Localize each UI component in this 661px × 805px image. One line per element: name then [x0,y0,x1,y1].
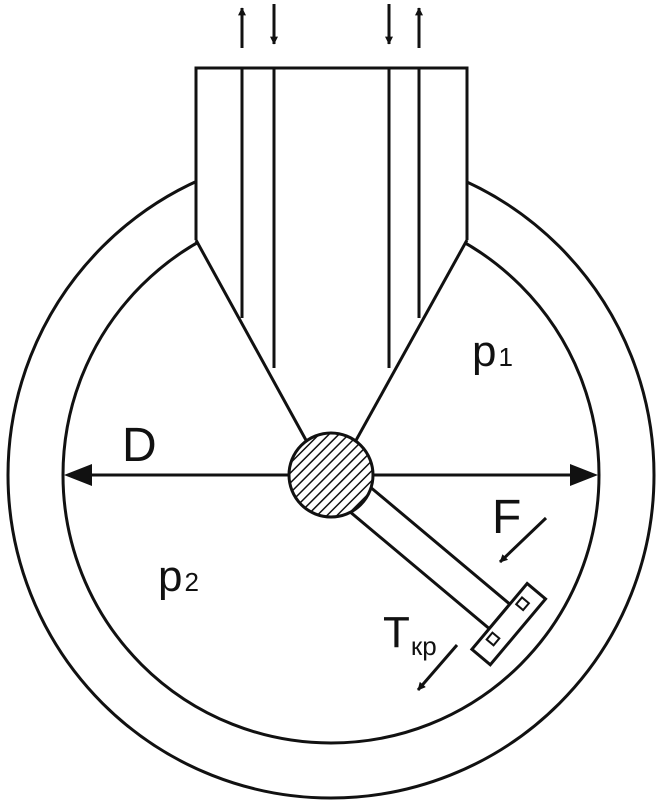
diameter-arrow-right-icon [570,464,598,486]
stator-block-fill [196,68,467,460]
diameter-arrow-left-icon [64,464,92,486]
partition-left [194,239,320,463]
vane [318,460,548,667]
pressure-2-label: p2 [158,552,199,601]
force-arrow-icon [498,516,548,564]
seal-detail [514,596,531,612]
pressure-1-label: p1 [472,327,513,376]
seal-detail [485,631,501,647]
torque-label: Tкр [383,608,437,661]
partition-right [342,239,469,463]
stator-block [194,66,469,240]
torque-arrow-icon [416,644,459,691]
diameter-label: D [122,419,157,472]
force-label: F [492,491,521,544]
shaft [287,431,375,519]
